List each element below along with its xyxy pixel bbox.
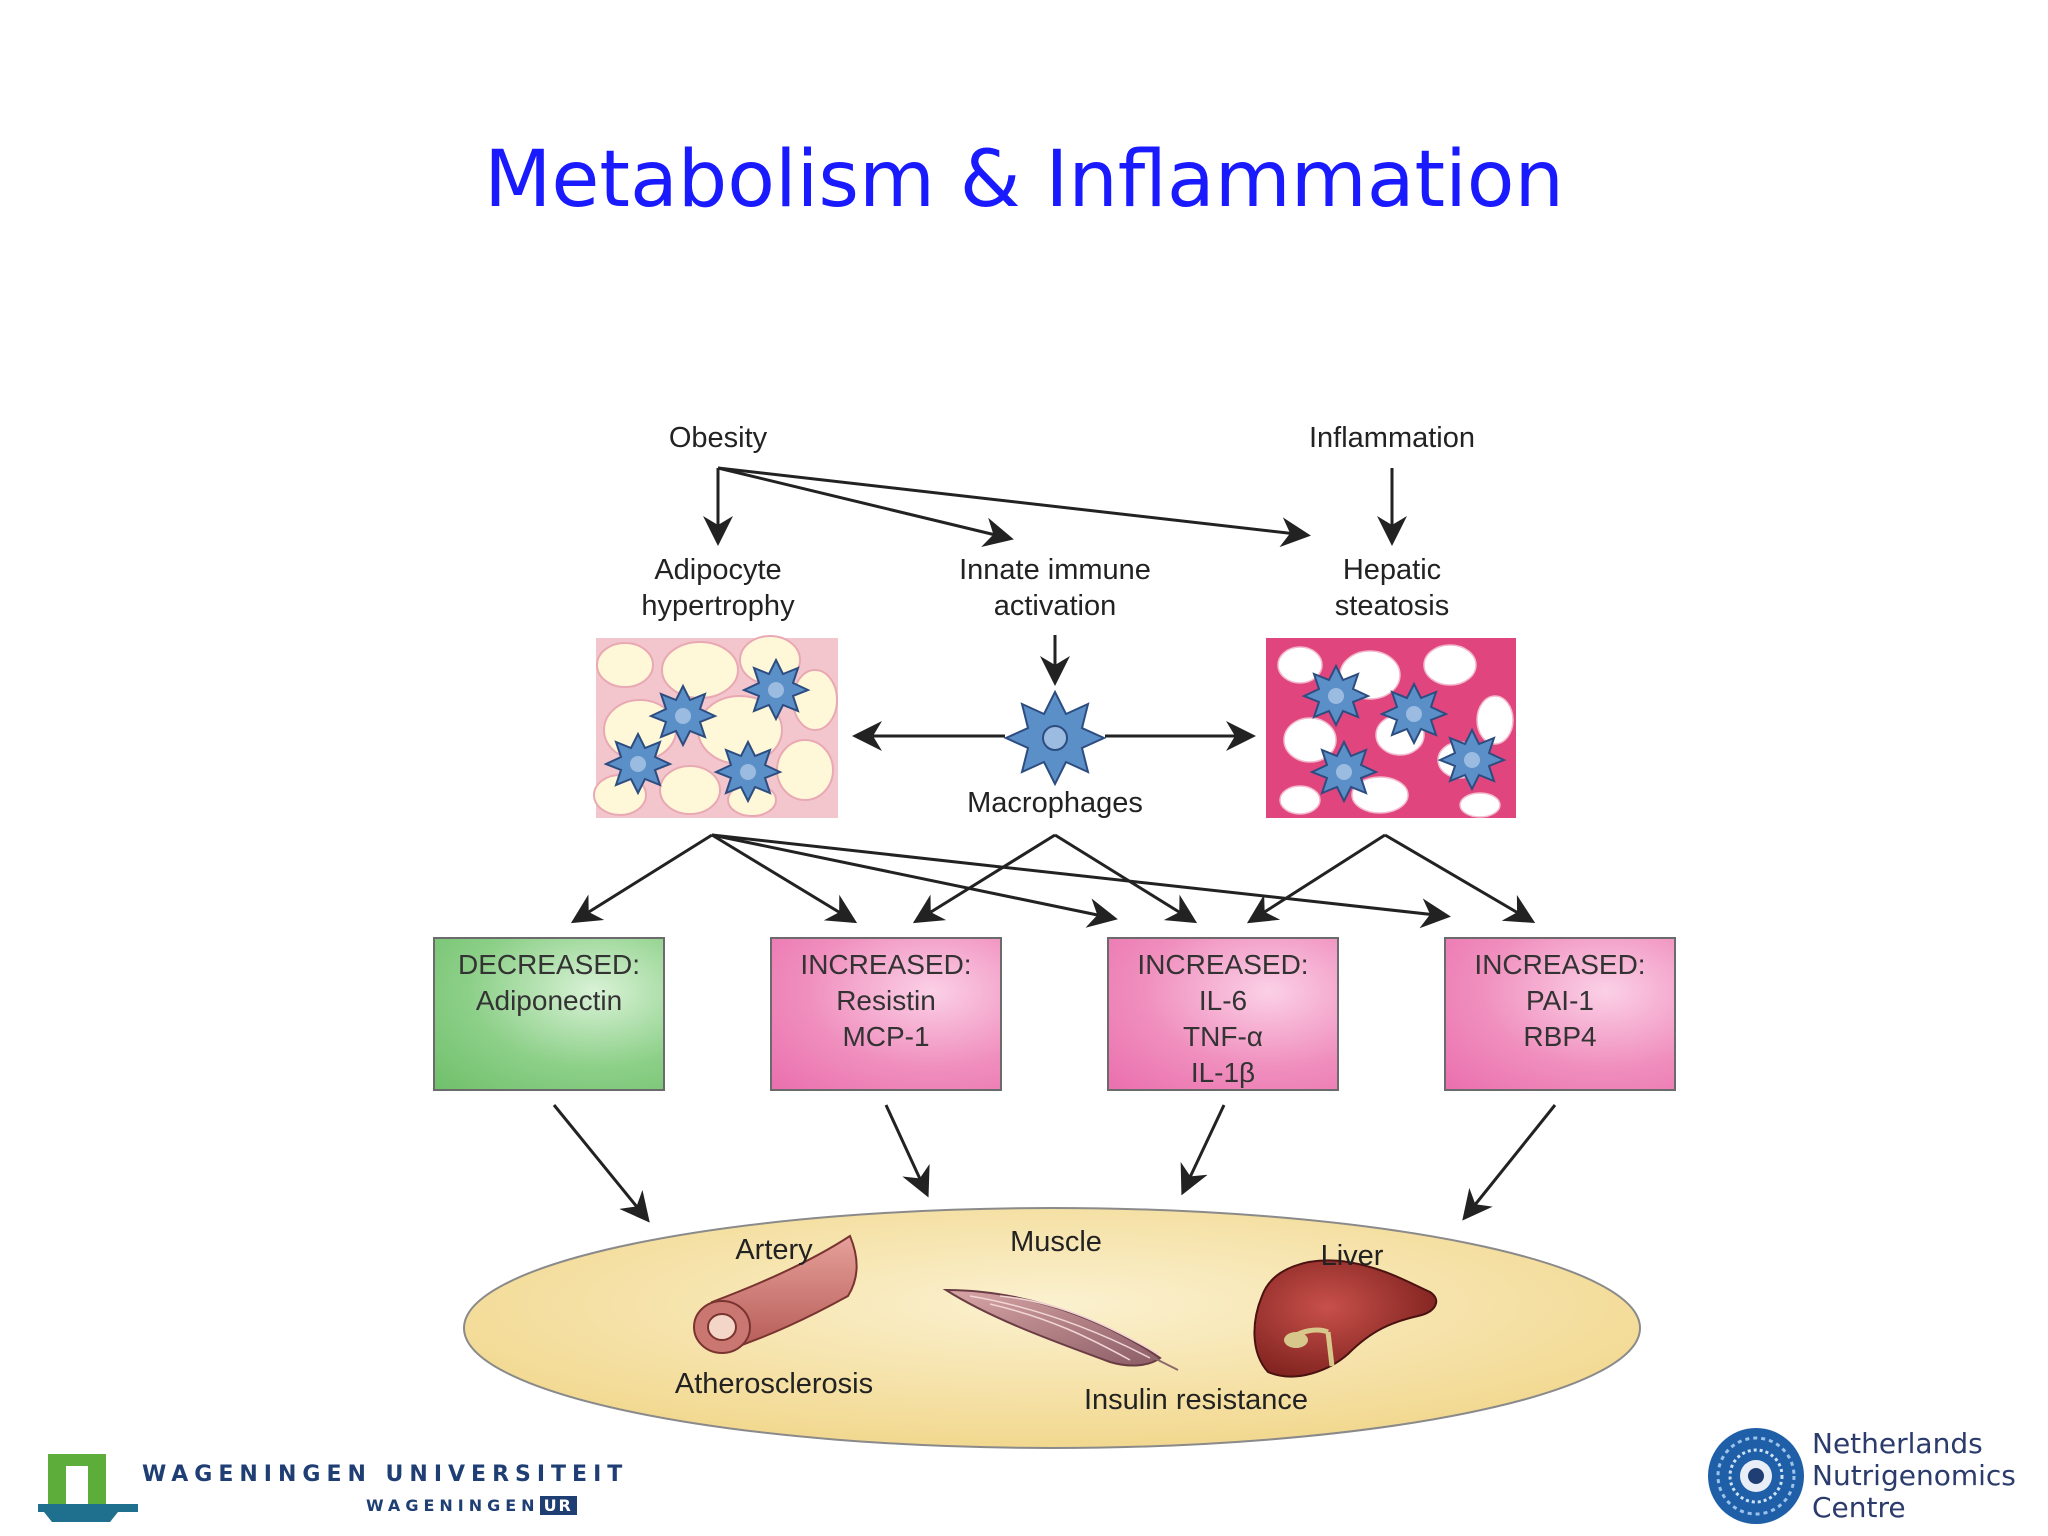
label-macrophages: Macrophages	[967, 787, 1143, 819]
label-hepatic-steatosis: Hepatic steatosis	[1292, 552, 1492, 624]
wageningen-emblem-icon	[38, 1454, 138, 1522]
label-inflammation: Inflammation	[1308, 422, 1475, 454]
label-hepatic-line1: Hepatic	[1342, 554, 1442, 586]
nnc-line: Netherlands	[1812, 1427, 1983, 1460]
label-muscle: Muscle	[1010, 1226, 1102, 1258]
box-line: MCP-1	[842, 1021, 930, 1052]
label-insulin-resistance: Insulin resistance	[1083, 1384, 1309, 1416]
box-increased-pai1-rbp4: INCREASED: PAI-1 RBP4	[1444, 937, 1676, 1091]
box-increased-resistin-mcp1: INCREASED: Resistin MCP-1	[770, 937, 1002, 1091]
label-adipocyte-line1: Adipocyte	[654, 554, 782, 586]
muscle-illustration	[942, 1288, 1179, 1371]
box-line: INCREASED:	[1474, 949, 1646, 980]
box-line: TNF-α	[1183, 1021, 1263, 1052]
wageningen-universiteit-text: WAGENINGEN UNIVERSITEIT	[142, 1462, 629, 1487]
box-line: IL-1β	[1190, 1057, 1256, 1088]
liver-illustration	[1253, 1259, 1438, 1378]
label-hepatic-line2: steatosis	[1334, 590, 1450, 622]
box-increased-il6-tnf-il1: INCREASED: IL-6 TNF-α IL-1β	[1107, 937, 1339, 1091]
label-obesity: Obesity	[668, 422, 768, 454]
ur-badge: UR	[539, 1496, 577, 1515]
box-line: RBP4	[1523, 1021, 1597, 1052]
label-innate-line2: activation	[993, 590, 1117, 622]
wageningen-text: WAGENINGEN	[366, 1496, 540, 1515]
nnc-emblem-icon	[1708, 1428, 1804, 1524]
nnc-logo: Netherlands Nutrigenomics Centre	[1702, 1420, 2042, 1530]
nnc-line: Nutrigenomics	[1812, 1459, 2016, 1492]
slide-title: Metabolism & Inflammation	[484, 135, 1564, 225]
box-line: Resistin	[836, 985, 936, 1016]
label-innate-line1: Innate immune	[959, 554, 1151, 586]
box-decreased-adiponectin: DECREASED: Adiponectin	[433, 937, 665, 1091]
box-line: PAI-1	[1526, 985, 1594, 1016]
label-liver: Liver	[1320, 1240, 1384, 1272]
label-atherosclerosis: Atherosclerosis	[674, 1368, 874, 1400]
box-line: DECREASED:	[457, 949, 641, 980]
nnc-line: Centre	[1812, 1491, 1906, 1524]
label-adipocyte-line2: hypertrophy	[641, 590, 795, 622]
outcome-arrows	[552, 1104, 1557, 1223]
box-line: Adiponectin	[475, 985, 623, 1016]
label-artery: Artery	[735, 1234, 813, 1266]
label-innate-immune-activation: Innate immune activation	[935, 552, 1175, 624]
box-line: INCREASED:	[800, 949, 972, 980]
nnc-text: Netherlands Nutrigenomics Centre	[1812, 1428, 2016, 1524]
cytokine-arrows	[570, 833, 1536, 929]
label-adipocyte-hypertrophy: Adipocyte hypertrophy	[608, 552, 828, 624]
artery-illustration	[693, 1234, 858, 1354]
hepatic-tissue-image	[1266, 638, 1516, 818]
box-line: INCREASED:	[1137, 949, 1309, 980]
adipose-tissue-image	[593, 635, 838, 818]
box-line: IL-6	[1198, 985, 1248, 1016]
macrophage-cell	[1003, 689, 1107, 787]
obesity-arrows	[703, 466, 1407, 751]
